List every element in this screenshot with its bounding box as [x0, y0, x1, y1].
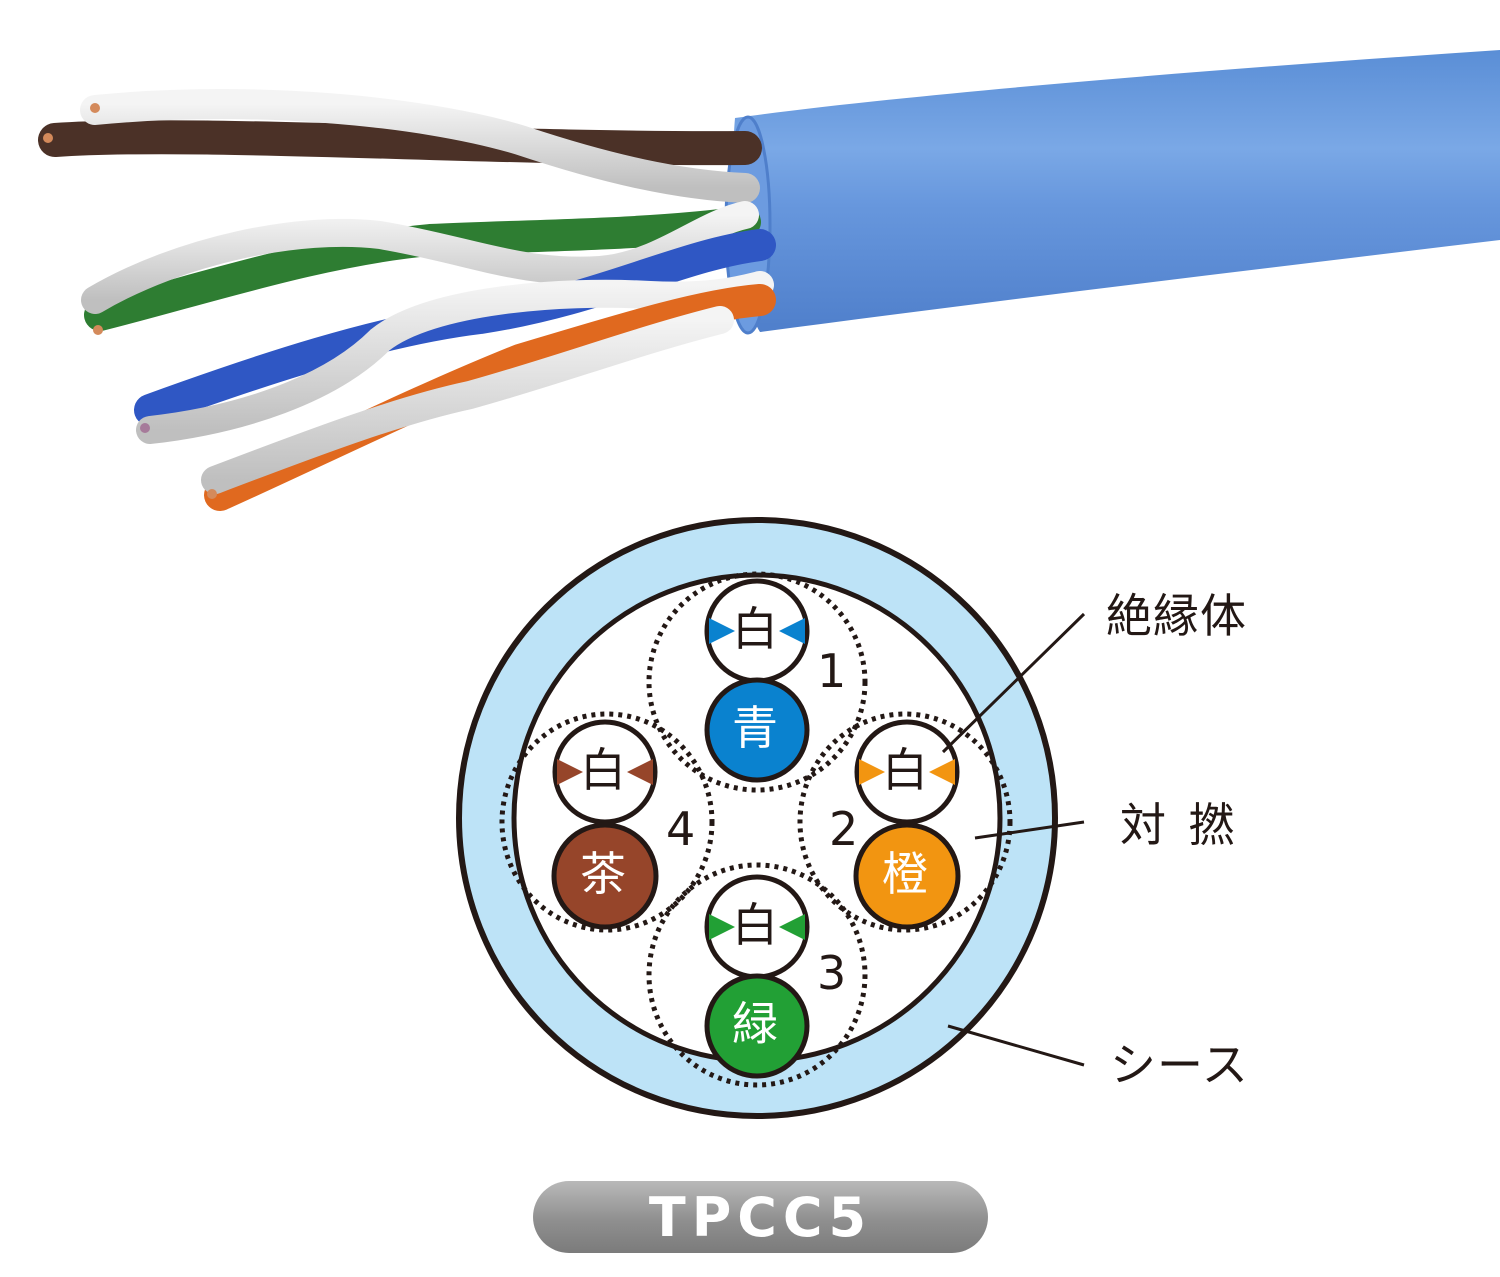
pair-2-color-label: 橙 — [882, 847, 929, 901]
product-badge: TPCC5 — [533, 1181, 988, 1253]
pair-4-color-label: 茶 — [580, 847, 627, 901]
product-code: TPCC5 — [648, 1185, 873, 1249]
leader-line-sheath — [947, 1024, 1085, 1067]
pair-3-number: 3 — [817, 946, 848, 1000]
cable-photo — [38, 50, 1500, 511]
pair-3-white-label: 白 — [732, 898, 779, 952]
leader-line-insulator — [941, 612, 1086, 754]
pair-1-color-label: 青 — [732, 701, 779, 755]
pair-2-boundary — [797, 711, 1013, 933]
leader-line-twisted-pair — [974, 820, 1085, 840]
pair-2 — [853, 719, 961, 930]
pair-4-boundary — [499, 711, 715, 933]
pair-4 — [551, 719, 659, 930]
wire-pair-green — [81, 201, 761, 335]
pair-4-number: 4 — [666, 802, 697, 856]
pair-2-white-label: 白 — [882, 743, 929, 797]
wire-pair-orange — [201, 284, 776, 511]
pair-1-white-label: 白 — [732, 602, 779, 656]
pair-3 — [704, 874, 810, 1079]
callout-sheath: シース — [1110, 1038, 1249, 1092]
pair-3-color-label: 緑 — [732, 997, 779, 1051]
pair-2-number: 2 — [829, 802, 860, 856]
pair-1 — [704, 578, 810, 783]
wire-pair-brown — [38, 89, 762, 203]
pair-1-boundary — [646, 571, 868, 793]
callout-twisted-pair: 対 撚 — [1120, 798, 1239, 852]
pair-1-number: 1 — [817, 644, 848, 698]
pair-3-boundary — [646, 862, 868, 1088]
callout-insulator: 絶縁体 — [1106, 589, 1247, 643]
pair-4-white-label: 白 — [580, 743, 627, 797]
